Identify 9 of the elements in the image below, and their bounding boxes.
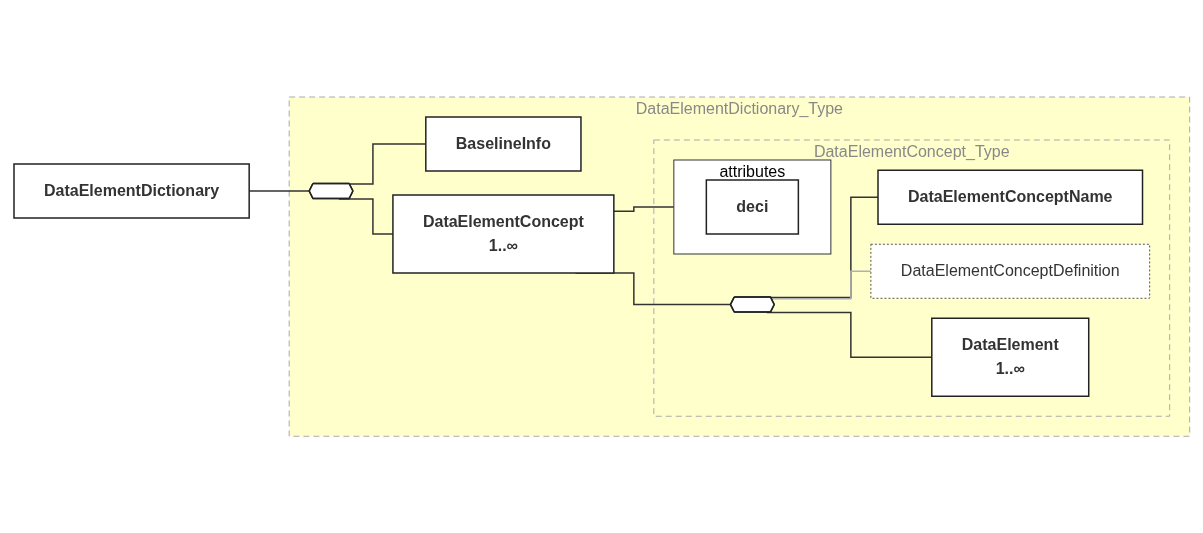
node-box: DataElementConceptName	[876, 169, 1143, 225]
node-box: deci	[705, 179, 799, 235]
node-box: DataElementConcept 1..∞	[391, 194, 615, 274]
node-box: BaselineInfo	[424, 116, 582, 172]
node-box: DataElement 1..∞	[930, 317, 1090, 397]
connector	[770, 270, 872, 300]
connector	[248, 190, 311, 193]
node-box: DataElementDictionary	[12, 163, 250, 219]
node-box: DataElementConceptDefinition	[870, 243, 1150, 299]
